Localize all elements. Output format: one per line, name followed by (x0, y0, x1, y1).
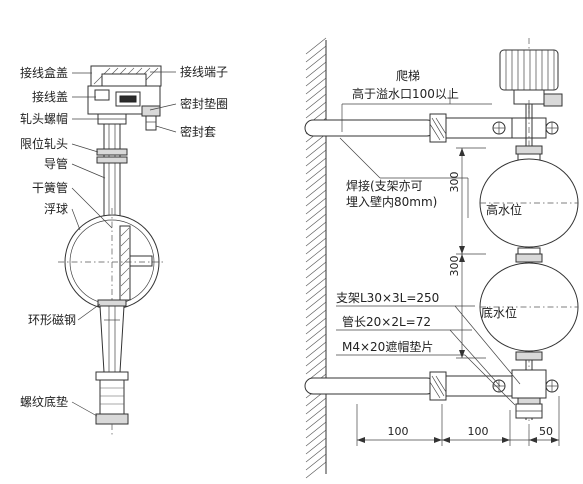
label-guide-tube: 导管 (44, 156, 68, 171)
wall (305, 37, 327, 479)
roll-nut-cap (97, 113, 127, 125)
label-roll-nut-cap: 轧头螺帽 (20, 111, 68, 126)
label-threaded-base-pad: 螺纹底垫 (20, 394, 68, 409)
label-cap-pad-spec: M4×20遮帽垫片 (342, 339, 433, 354)
dim-h-first: 100 (388, 425, 409, 438)
label-ring-magnet: 环形磁钢 (28, 312, 76, 327)
installation-view: 300 300 100 100 50 爬梯 高于溢水口100以上 焊接(支架亦可 (304, 37, 579, 479)
dim-upper-300: 300 (448, 172, 461, 193)
label-junction-box-cover: 接线盒盖 (20, 65, 68, 80)
label-weld-note-1: 焊接(支架亦可 (346, 178, 423, 193)
label-above-overflow: 高于溢水口100以上 (352, 86, 459, 101)
label-high-level: 高水位 (486, 202, 522, 217)
label-low-level: 底水位 (481, 305, 517, 320)
horizontal-dimensions: 100 100 50 (356, 396, 560, 446)
label-weld-note-2: 埋入壁内80mm) (346, 194, 437, 209)
limit-roll-head (96, 148, 128, 164)
dim-h-second: 100 (468, 425, 489, 438)
label-limit-roll-head: 限位轧头 (20, 136, 68, 151)
label-ladder: 爬梯 (396, 69, 420, 83)
sectional-view: 接线盒盖 接线盖 轧头螺帽 限位轧头 导管 干簧管 浮球 环形磁钢 螺纹底垫 接… (20, 64, 228, 436)
dim-lower-300: 300 (448, 256, 461, 277)
high-float (479, 158, 579, 263)
junction-box-cover (90, 65, 162, 87)
leader-lines-left (71, 71, 177, 417)
switch-head (499, 38, 563, 118)
float-ball (58, 208, 166, 318)
leader-lines-right (336, 90, 521, 406)
label-seal-sleeve: 密封套 (180, 124, 216, 139)
lower-bracket (304, 369, 559, 419)
label-bracket-spec: 支架L30×3L=250 (336, 291, 439, 305)
label-terminal-cover: 接线盖 (32, 89, 68, 104)
left-labels: 接线盒盖 接线盖 轧头螺帽 限位轧头 导管 干簧管 浮球 环形磁钢 螺纹底垫 接… (20, 64, 228, 409)
ring-magnet (97, 299, 127, 307)
dim-h-third: 50 (539, 425, 553, 438)
label-reed-tube: 干簧管 (32, 180, 68, 195)
vertical-dimensions: 300 300 (448, 147, 486, 359)
label-pipe-spec: 管长20×2L=72 (342, 314, 431, 329)
label-terminal: 接线端子 (180, 64, 228, 79)
lower-guide-tube (99, 305, 125, 373)
label-float-ball: 浮球 (44, 202, 68, 216)
upper-bracket (304, 113, 559, 143)
low-float (479, 262, 579, 361)
seal-gasket (141, 105, 161, 131)
threaded-base-pad (95, 371, 129, 436)
label-seal-gasket: 密封垫圈 (180, 96, 228, 111)
installation-labels: 爬梯 高于溢水口100以上 焊接(支架亦可 埋入壁内80mm) 高水位 底水位 … (336, 69, 522, 354)
